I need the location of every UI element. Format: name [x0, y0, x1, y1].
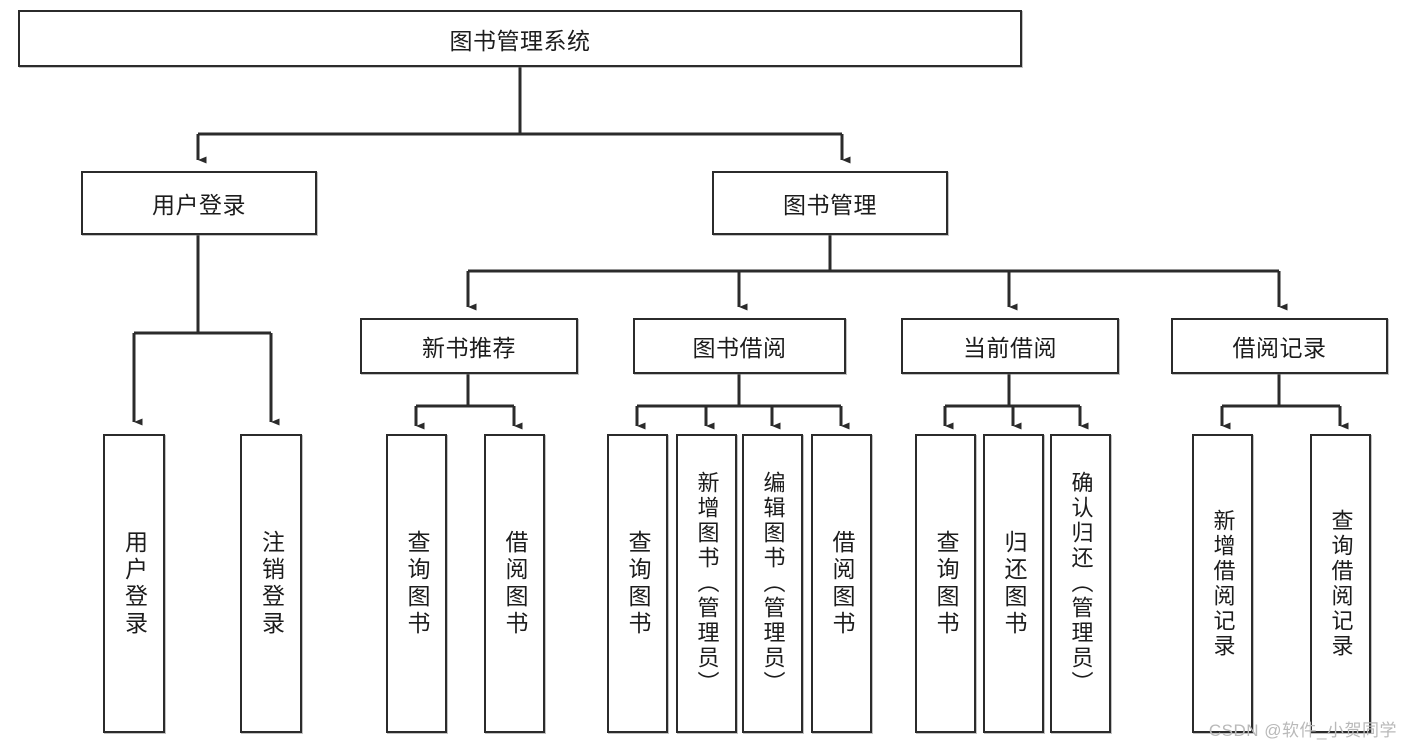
node-leaf-user-login-label: 用户登录	[121, 529, 148, 638]
node-leaf-return-book-label: 归还图书	[1001, 529, 1027, 638]
node-leaf-query-record-label: 查询借阅记录	[1328, 508, 1354, 659]
node-book-borrow-label: 图书借阅	[692, 335, 787, 361]
node-leaf-add-book-label: 新增图书（管理员）	[694, 471, 720, 696]
node-leaf-borrow-book-2[interactable]: 借阅图书	[811, 434, 872, 733]
node-leaf-edit-book[interactable]: 编辑图书（管理员）	[742, 434, 803, 733]
node-leaf-borrow-book-1[interactable]: 借阅图书	[484, 434, 545, 733]
node-leaf-return-book[interactable]: 归还图书	[983, 434, 1044, 733]
node-leaf-query-book-1-label: 查询图书	[404, 529, 430, 638]
node-leaf-query-record[interactable]: 查询借阅记录	[1310, 434, 1371, 733]
node-root-label: 图书管理系统	[449, 27, 591, 54]
node-leaf-user-login[interactable]: 用户登录	[103, 434, 165, 733]
node-leaf-edit-book-label: 编辑图书（管理员）	[760, 471, 786, 696]
node-leaf-logout[interactable]: 注销登录	[240, 434, 302, 733]
node-root[interactable]: 图书管理系统	[18, 10, 1022, 67]
node-book-manage-label: 图书管理	[783, 192, 877, 218]
node-user-login[interactable]: 用户登录	[81, 171, 317, 235]
node-leaf-logout-label: 注销登录	[258, 529, 285, 638]
node-current-borrow-label: 当前借阅	[963, 335, 1057, 361]
node-leaf-borrow-book-1-label: 借阅图书	[502, 529, 528, 638]
node-leaf-add-book[interactable]: 新增图书（管理员）	[676, 434, 737, 733]
node-leaf-confirm-return-label: 确认归还（管理员）	[1068, 471, 1094, 696]
node-book-borrow[interactable]: 图书借阅	[633, 318, 846, 374]
node-leaf-add-record[interactable]: 新增借阅记录	[1192, 434, 1253, 733]
node-leaf-add-record-label: 新增借阅记录	[1210, 508, 1236, 659]
node-new-book-rec-label: 新书推荐	[422, 335, 516, 361]
node-new-book-rec[interactable]: 新书推荐	[360, 318, 578, 374]
node-leaf-query-book-3-label: 查询图书	[933, 529, 959, 638]
node-user-login-label: 用户登录	[152, 192, 246, 218]
node-borrow-record-label: 借阅记录	[1232, 335, 1327, 361]
node-current-borrow[interactable]: 当前借阅	[901, 318, 1119, 374]
node-leaf-query-book-1[interactable]: 查询图书	[386, 434, 447, 733]
node-leaf-borrow-book-2-label: 借阅图书	[829, 529, 855, 638]
node-leaf-query-book-3[interactable]: 查询图书	[915, 434, 976, 733]
watermark-text: CSDN @软件_小贺同学	[1208, 721, 1397, 740]
node-book-manage[interactable]: 图书管理	[712, 171, 948, 235]
node-leaf-confirm-return[interactable]: 确认归还（管理员）	[1050, 434, 1111, 733]
node-leaf-query-book-2[interactable]: 查询图书	[607, 434, 668, 733]
node-borrow-record[interactable]: 借阅记录	[1171, 318, 1388, 374]
node-leaf-query-book-2-label: 查询图书	[625, 529, 651, 638]
